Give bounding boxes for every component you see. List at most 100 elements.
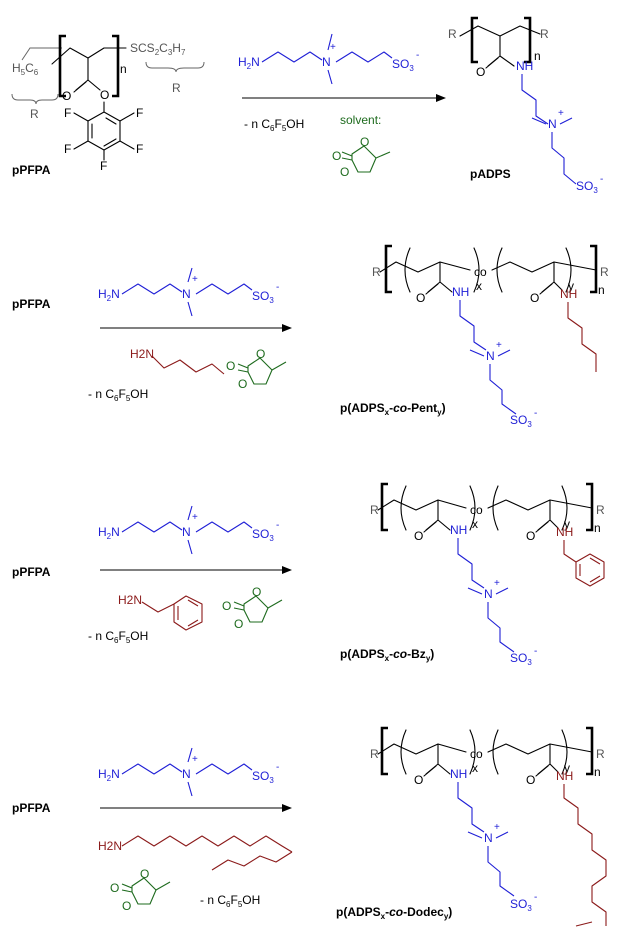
copolymer3-co-label: co bbox=[470, 503, 483, 517]
product-end-r-left: R bbox=[448, 27, 457, 41]
copolymer2-amide-nh-2: NH bbox=[560, 287, 577, 301]
pentylamine-structure: H2N bbox=[130, 347, 225, 375]
copolymer2-minus: - bbox=[534, 408, 537, 419]
reagent2-quaternary-n: N bbox=[182, 287, 191, 301]
copolymer4-repeat-n: n bbox=[594, 765, 601, 779]
copolymer2-end-right: R bbox=[600, 265, 609, 279]
product-quaternary-n: N bbox=[548, 117, 557, 131]
reagent2-minus: - bbox=[276, 282, 279, 293]
product-carbonyl-o: O bbox=[476, 65, 485, 79]
reagent4-plus: + bbox=[192, 754, 198, 765]
dodecylamine-h2n: H2N bbox=[98, 839, 122, 853]
brace-label-r-left: R bbox=[30, 107, 39, 121]
reagent-plus-charge: + bbox=[330, 42, 336, 53]
reagent-zwitterion-amine: H2N N + SO3 - bbox=[238, 33, 419, 85]
product-minus-charge: - bbox=[600, 174, 603, 185]
reagent4-sulfonate: SO3 bbox=[252, 769, 274, 785]
reactant-label-ppfpa-2: pPFPA bbox=[12, 297, 51, 311]
solvent-propylene-carbonate: O O O bbox=[332, 135, 391, 179]
dodecylamine-structure: H2N bbox=[98, 835, 293, 871]
copolymer3-sub-x: x bbox=[472, 517, 478, 531]
fluorine-1: F bbox=[64, 106, 71, 120]
repeat-n-label: n bbox=[120, 62, 127, 76]
product-label-padps: pADPS bbox=[470, 167, 511, 181]
copolymer4-amide-nh-1: NH bbox=[450, 767, 467, 781]
copolymer2-sub-y: y bbox=[568, 279, 574, 293]
solvent3-oxygen-ring-1: O bbox=[252, 585, 261, 599]
copolymer3-end-left: R bbox=[370, 503, 379, 517]
pentylamine-h2n: H2N bbox=[130, 347, 154, 361]
copolymer2-quaternary-n: N bbox=[486, 349, 495, 363]
copolymer3-amide-nh-2: NH bbox=[556, 525, 573, 539]
ester-oxygen: O bbox=[100, 88, 109, 102]
product-copolymer-pent-structure: R co x y R n O NH N + SO3 - O NH bbox=[372, 244, 609, 429]
copolymer2-plus: + bbox=[496, 340, 502, 351]
product-repeat-n: n bbox=[534, 49, 541, 63]
copolymer2-co-label: co bbox=[474, 265, 487, 279]
reactant-label-ppfpa-3: pPFPA bbox=[12, 565, 51, 579]
reagent3-minus: - bbox=[276, 520, 279, 531]
product-label-pent: p(ADPSx-co-Penty) bbox=[340, 401, 446, 417]
scheme-3: pPFPA H2N N + SO3 - H2N O O O - n C6F5OH bbox=[12, 482, 605, 667]
byproduct-label-4: - n C6F5OH bbox=[200, 893, 260, 909]
reagent3-amine: H2N bbox=[98, 525, 120, 541]
byproduct-label-2: - n C6F5OH bbox=[88, 387, 148, 403]
copolymer3-plus: + bbox=[494, 578, 500, 589]
solvent4-oxygen-ring-2: O bbox=[122, 899, 131, 913]
reagent4-minus: - bbox=[276, 762, 279, 773]
reagent-sulfonate: SO3 bbox=[392, 57, 414, 73]
copolymer3-repeat-n: n bbox=[594, 521, 601, 535]
solvent4-oxygen-carbonyl: O bbox=[110, 881, 119, 895]
solvent-propylene-carbonate-3: O O O bbox=[222, 585, 283, 631]
scheme-2: pPFPA H2N N + SO3 - H2N O O O - n C6F5OH… bbox=[12, 244, 609, 429]
product-copolymer-dodec-structure: R co x y R n O NH N + SO3 - O NH bbox=[370, 726, 607, 927]
benzylamine-structure: H2N bbox=[118, 593, 203, 631]
brace-label-r-right: R bbox=[172, 81, 181, 95]
fluorine-2: F bbox=[136, 106, 143, 120]
solvent-label: solvent: bbox=[340, 113, 381, 127]
product-sulfonate: SO3 bbox=[576, 179, 598, 195]
copolymer4-carbonyl-o-2: O bbox=[526, 773, 535, 787]
reagent-quaternary-n: N bbox=[322, 55, 331, 69]
solvent2-oxygen-carbonyl: O bbox=[226, 359, 235, 373]
reactant-label-ppfpa: pPFPA bbox=[12, 163, 51, 177]
scheme-4: pPFPA H2N N + SO3 - H2N O O O - n C6F5OH… bbox=[12, 726, 607, 927]
product-label-bz: p(ADPSx-co-Bzy) bbox=[340, 647, 434, 663]
copolymer2-carbonyl-o-1: O bbox=[416, 291, 425, 305]
product-amide-nh: NH bbox=[516, 59, 533, 73]
scheme-1: H5C6 n SCS2C3H7 O O F F F F F R bbox=[11, 16, 603, 195]
copolymer3-amide-nh-1: NH bbox=[450, 523, 467, 537]
copolymer3-carbonyl-o-2: O bbox=[526, 529, 535, 543]
reagent-zwitterion-amine-4: H2N N + SO3 - bbox=[98, 747, 279, 797]
reagent4-quaternary-n: N bbox=[182, 767, 191, 781]
right-end-group-scs2c3h7: SCS2C3H7 bbox=[130, 41, 186, 57]
reactant-ppfpa-structure: H5C6 n SCS2C3H7 O O F F F F F R bbox=[11, 34, 205, 177]
copolymer3-end-right: R bbox=[596, 503, 605, 517]
product-end-r-right: R bbox=[540, 27, 549, 41]
reagent-amine: H2N bbox=[238, 55, 260, 71]
left-end-group-h5c6: H5C6 bbox=[12, 61, 39, 77]
solvent-propylene-carbonate-2: O O O bbox=[226, 347, 287, 391]
reactant-label-ppfpa-4: pPFPA bbox=[12, 801, 51, 815]
arrowhead-4 bbox=[282, 804, 292, 812]
copolymer4-sub-x: x bbox=[472, 761, 478, 775]
arrowhead-3 bbox=[282, 566, 292, 574]
reagent2-amine: H2N bbox=[98, 287, 120, 303]
solvent-oxygen-ring-1: O bbox=[360, 135, 369, 149]
product-plus-charge: + bbox=[558, 108, 564, 119]
carbonyl-oxygen: O bbox=[62, 89, 71, 103]
product-padps-structure: R R n O NH N + SO3 - pADPS bbox=[448, 16, 603, 195]
copolymer4-co-label: co bbox=[470, 747, 483, 761]
fluorine-5: F bbox=[100, 159, 107, 173]
copolymer3-sub-y: y bbox=[564, 517, 570, 531]
arrowhead-1 bbox=[436, 94, 446, 102]
copolymer4-end-right: R bbox=[596, 747, 605, 761]
copolymer2-sub-x: x bbox=[476, 279, 482, 293]
copolymer4-quaternary-n: N bbox=[484, 831, 493, 845]
byproduct-label-3: - n C6F5OH bbox=[88, 629, 148, 645]
reagent3-quaternary-n: N bbox=[182, 525, 191, 539]
solvent3-oxygen-carbonyl: O bbox=[222, 599, 231, 613]
byproduct-label-1: - n C6F5OH bbox=[244, 117, 304, 133]
